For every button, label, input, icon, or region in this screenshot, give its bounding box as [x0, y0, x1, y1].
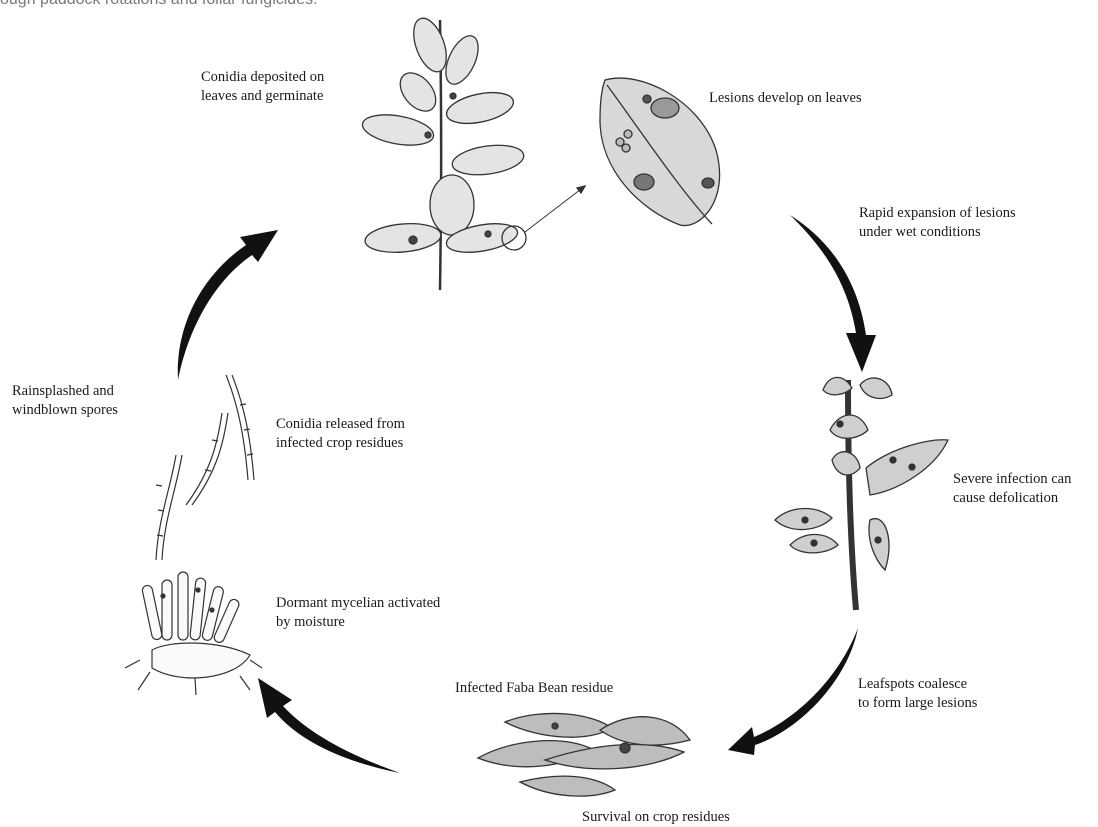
label-conidia-released: Conidia released from infected crop resi… — [276, 415, 405, 453]
label-infected-residue: Infected Faba Bean residue — [455, 679, 613, 698]
arrow-residue-to-mycelium — [258, 678, 400, 773]
infected-stem-illustration — [775, 377, 948, 610]
label-conidia-deposited: Conidia deposited on leaves and germinat… — [201, 68, 324, 106]
arrow-spores-to-shoot — [178, 230, 278, 380]
label-survival: Survival on crop residues — [582, 808, 730, 827]
arrow-stem-to-residue — [728, 628, 858, 755]
single-leaf-lesion-illustration — [600, 78, 720, 225]
conidia-chain-illustration — [156, 375, 254, 560]
leafy-shoot-illustration — [360, 14, 585, 290]
label-dormant-mycelian: Dormant mycelian activated by moisture — [276, 594, 440, 632]
label-leafspots-coalesce: Leafspots coalesce to form large lesions — [858, 675, 977, 713]
mycelium-illustration — [125, 572, 262, 695]
label-lesions-develop: Lesions develop on leaves — [709, 89, 862, 108]
label-rainsplashed: Rainsplashed and windblown spores — [12, 382, 118, 420]
label-rapid-expansion: Rapid expansion of lesions under wet con… — [859, 204, 1016, 242]
label-severe-infection: Severe infection can cause defolication — [953, 470, 1071, 508]
crop-residue-illustration — [478, 713, 690, 796]
